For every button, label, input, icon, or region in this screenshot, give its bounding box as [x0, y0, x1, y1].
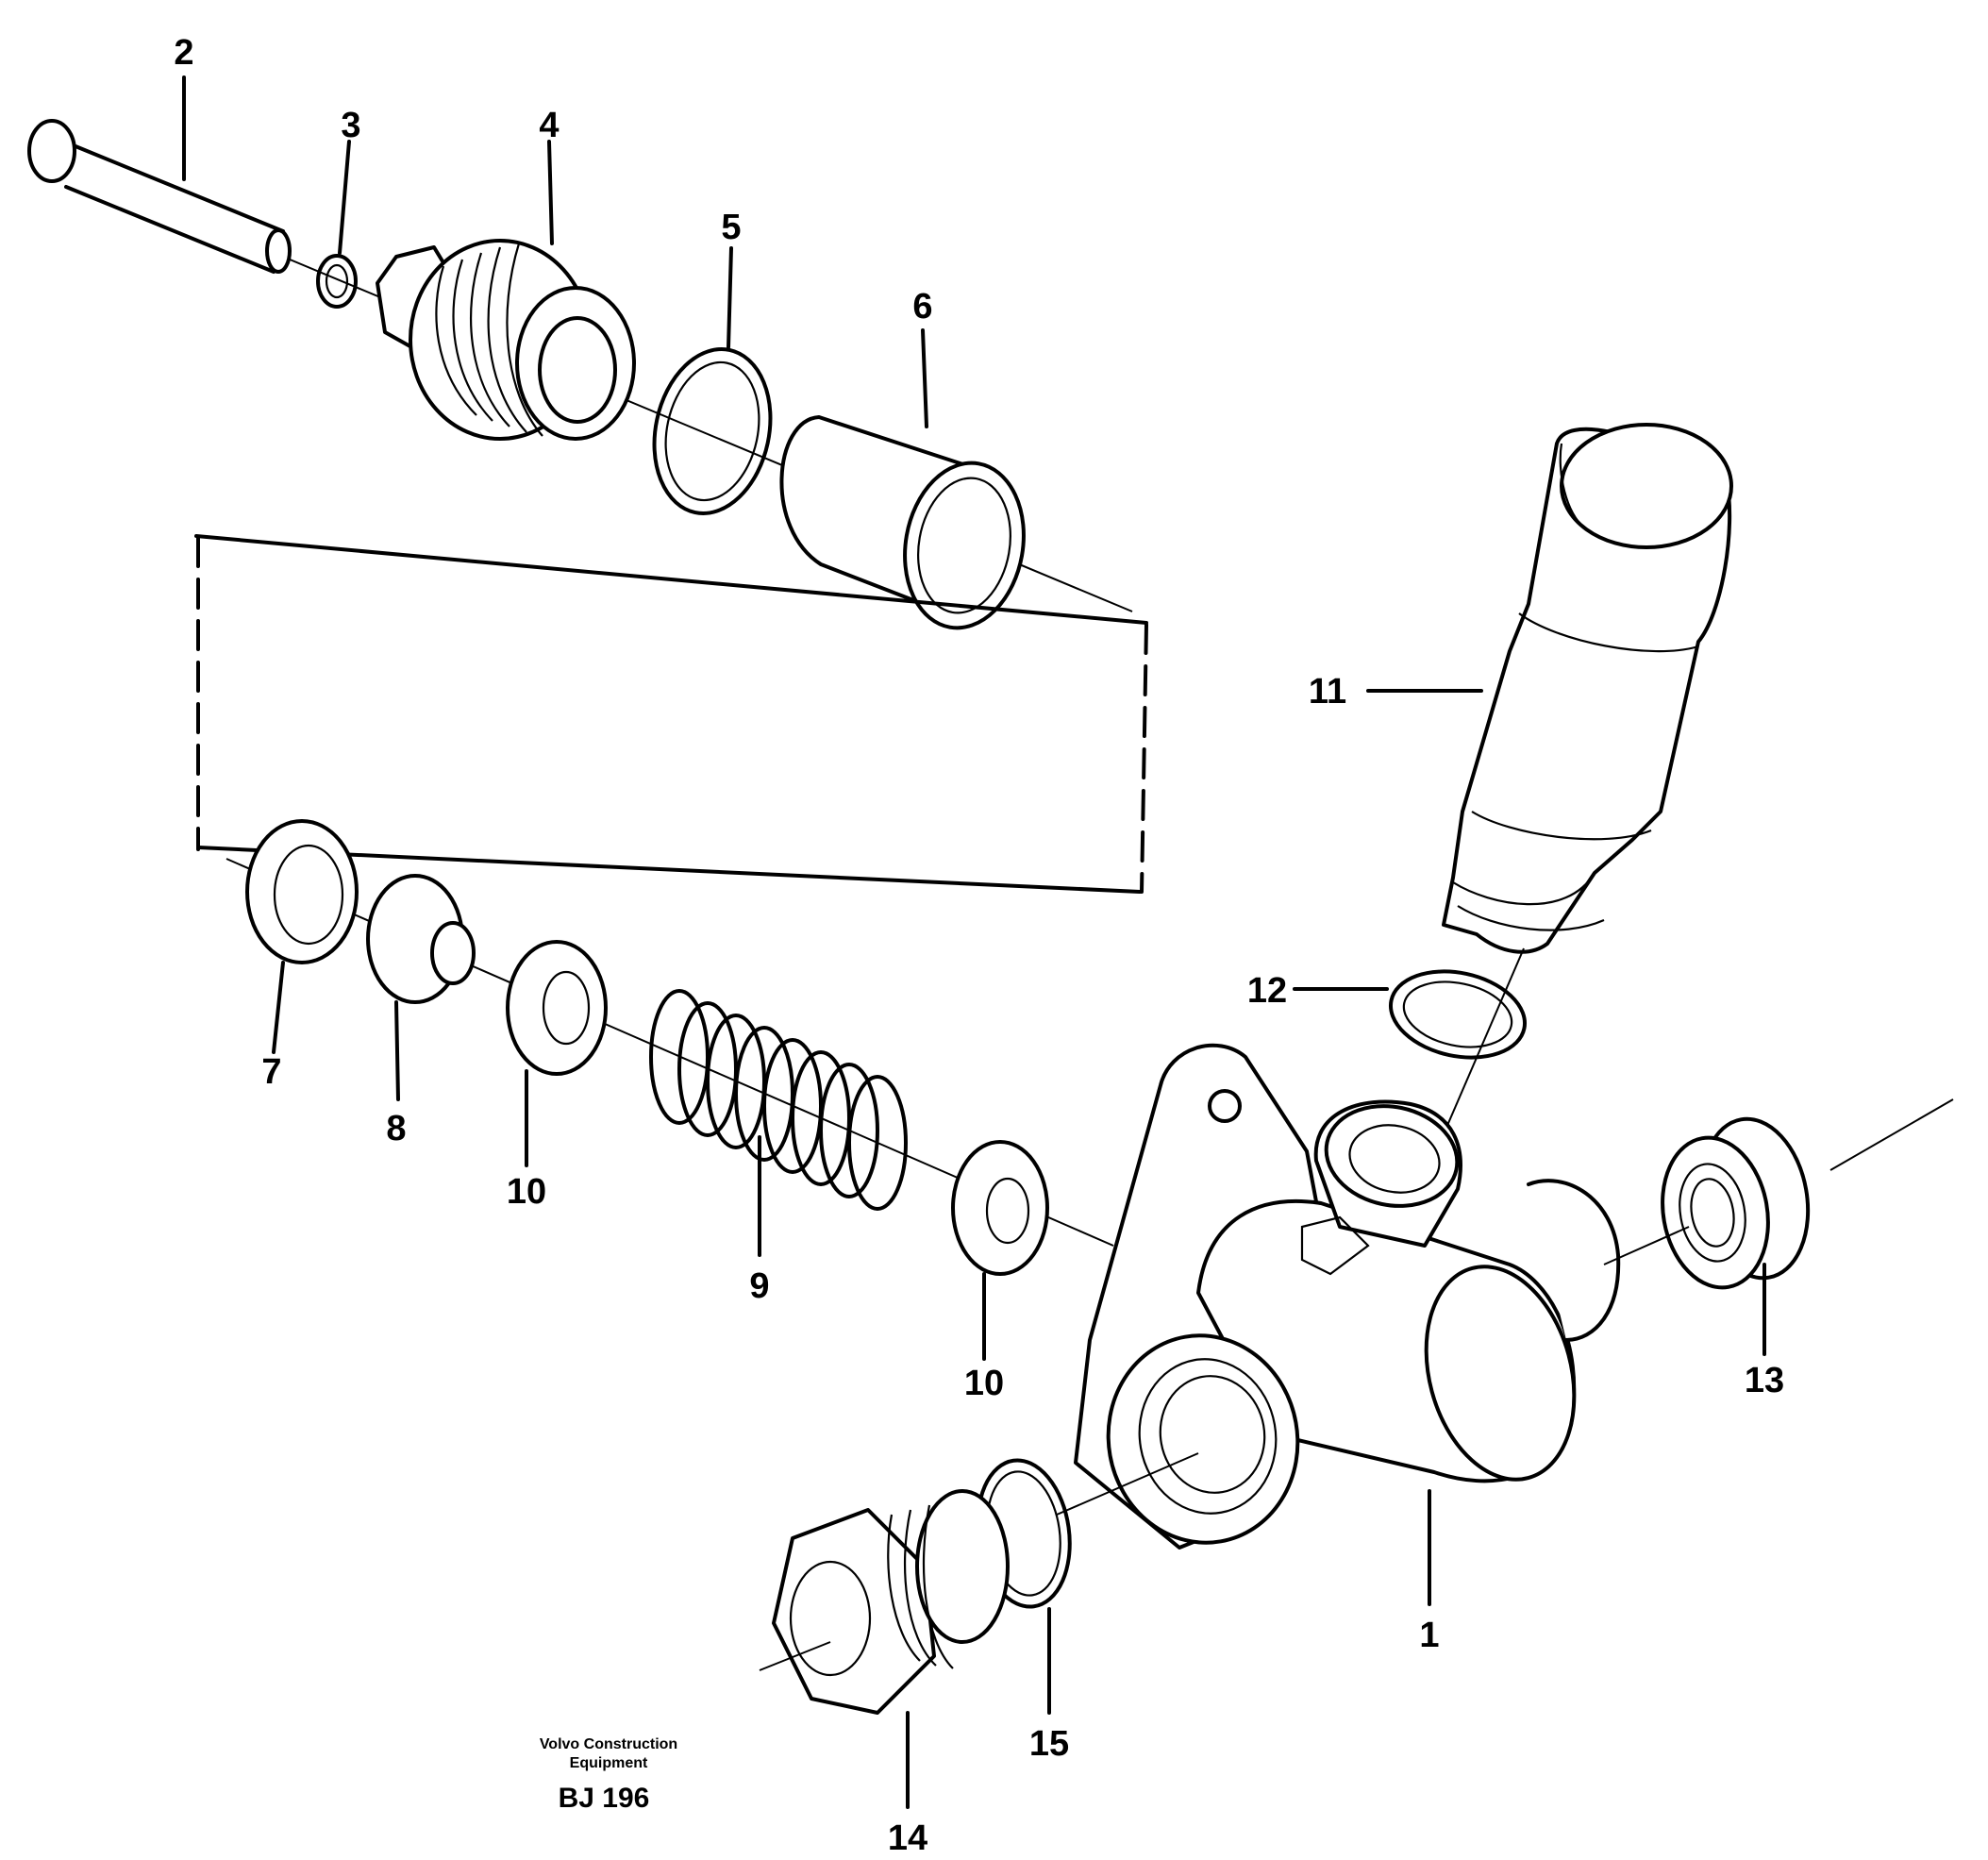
part-9-spring[interactable]	[649, 989, 908, 1211]
callout-3: 3	[341, 106, 360, 145]
publisher-credit: Volvo Construction Equipment BJ 196	[540, 1736, 677, 1814]
callout-10-upper: 10	[507, 1172, 546, 1212]
callout-12: 12	[1247, 971, 1287, 1011]
callout-6: 6	[912, 287, 932, 327]
part-6-sleeve[interactable]	[779, 415, 1036, 637]
callout-1: 1	[1419, 1616, 1439, 1655]
callout-9: 9	[749, 1266, 769, 1306]
credit-line-2: Equipment	[570, 1755, 648, 1771]
leader-lines	[182, 75, 1766, 1809]
part-10-washer-upper[interactable]	[506, 940, 608, 1076]
callout-11: 11	[1309, 672, 1346, 712]
assembly-bracket-frame	[194, 534, 1148, 894]
callout-4: 4	[539, 106, 559, 145]
plug-axis-line-right	[1829, 1098, 1954, 1171]
fitting-axis-line	[759, 1641, 831, 1671]
part-3-ring[interactable]	[316, 254, 358, 309]
part-12-sealing-ring[interactable]	[1382, 960, 1532, 1069]
part-7-seal[interactable]	[245, 819, 359, 964]
callout-10-lower: 10	[964, 1364, 1004, 1403]
callout-15: 15	[1029, 1724, 1069, 1764]
callout-13: 13	[1745, 1361, 1784, 1400]
callout-7: 7	[261, 1052, 281, 1092]
plug-axis-line-left	[1603, 1226, 1690, 1265]
drawing-code: BJ 196	[559, 1783, 650, 1814]
part-10-washer-lower[interactable]	[951, 1140, 1049, 1276]
part-4-threaded-plug[interactable]	[376, 239, 636, 441]
part-11-filter-cartridge[interactable]	[1442, 423, 1733, 954]
part-1-pump-housing[interactable]	[1074, 1043, 1621, 1558]
callout-14: 14	[888, 1818, 927, 1858]
filter-axis-line	[1433, 947, 1525, 1157]
part-2-bolt[interactable]	[27, 119, 292, 274]
credit-line-1: Volvo Construction	[540, 1736, 677, 1752]
part-14-banjo-fitting[interactable]	[772, 1489, 1010, 1715]
callout-labels: 2 3 4 5 6 11 12 7 8 10 9 10 13 1 14 15	[174, 33, 1784, 1858]
callout-2: 2	[174, 33, 193, 73]
callout-5: 5	[721, 208, 741, 247]
part-5-o-ring[interactable]	[640, 338, 785, 524]
lower-right-axis-line	[1056, 1452, 1199, 1516]
part-13-plug[interactable]	[1651, 1111, 1820, 1297]
part-8-valve-piston[interactable]	[366, 874, 476, 1004]
callout-8: 8	[386, 1109, 406, 1148]
